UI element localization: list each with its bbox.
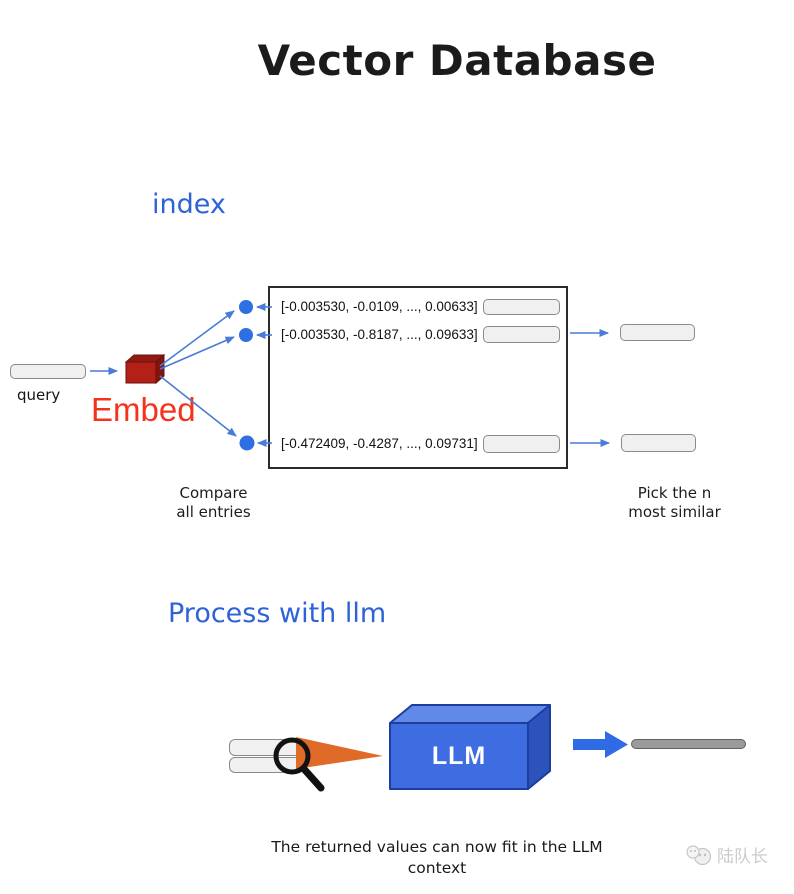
compare-caption-line1: Compare bbox=[179, 484, 248, 502]
bottom-caption: The returned values can now fit in the L… bbox=[40, 837, 794, 879]
retrieved-value-pill bbox=[229, 739, 304, 756]
llm-label: LLM bbox=[431, 741, 487, 770]
vector-entry-pill bbox=[483, 435, 560, 453]
watermark-logo-icon bbox=[686, 844, 712, 865]
box-output-arrows bbox=[570, 329, 610, 447]
vector-entry-text: [-0.003530, -0.0109, ..., 0.00633] bbox=[281, 299, 478, 314]
output-bar bbox=[631, 739, 746, 749]
focus-wedge bbox=[296, 737, 383, 769]
vector-entry-text: [-0.003530, -0.8187, ..., 0.09633] bbox=[281, 327, 478, 342]
result-pill bbox=[620, 324, 695, 341]
thick-output-arrow bbox=[573, 731, 628, 758]
bottom-caption-line1: The returned values can now fit in the L… bbox=[271, 838, 603, 856]
pick-caption-line1: Pick the n bbox=[637, 484, 712, 502]
process-section-heading: Process with llm bbox=[168, 598, 387, 629]
compare-caption: Compare all entries bbox=[136, 484, 291, 522]
query-label: query bbox=[17, 386, 61, 404]
bottom-caption-line2: context bbox=[407, 859, 467, 877]
embed-label: Embed bbox=[91, 391, 196, 428]
vector-entry-pill bbox=[483, 326, 560, 343]
embed-cube-icon bbox=[124, 353, 166, 385]
vector-node-dot bbox=[239, 300, 253, 314]
vector-entry-pill bbox=[483, 299, 560, 315]
query-pill bbox=[10, 364, 86, 379]
compare-caption-line2: all entries bbox=[176, 503, 251, 521]
vector-node-dot bbox=[239, 435, 255, 451]
watermark-text: 陆队长 bbox=[717, 847, 768, 867]
result-pill bbox=[621, 434, 696, 452]
pick-caption-line2: most similar bbox=[628, 503, 721, 521]
vector-entry-text: [-0.472409, -0.4287, ..., 0.09731] bbox=[281, 436, 478, 451]
page-title: Vector Database bbox=[257, 36, 657, 85]
watermark: 陆队长 bbox=[685, 842, 768, 867]
vector-node-dot bbox=[239, 328, 253, 342]
retrieved-value-pill bbox=[229, 757, 304, 773]
pick-caption: Pick the n most similar bbox=[597, 484, 752, 522]
index-section-heading: index bbox=[152, 189, 226, 220]
